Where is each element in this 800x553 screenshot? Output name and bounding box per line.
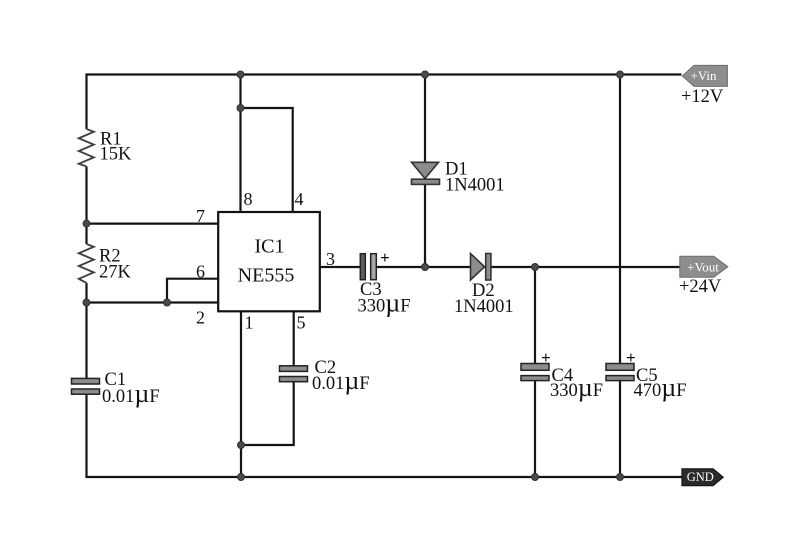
svg-text:R2: R2 <box>99 247 121 267</box>
svg-text:+: + <box>626 348 636 367</box>
svg-text:+: + <box>380 248 390 267</box>
svg-text:+12V: +12V <box>681 87 724 107</box>
svg-text:8: 8 <box>244 189 253 209</box>
svg-text:GND: GND <box>687 470 714 484</box>
svg-text:+: + <box>541 348 551 367</box>
svg-text:IC1: IC1 <box>255 236 285 258</box>
svg-text:C4: C4 <box>552 366 574 386</box>
svg-text:C2: C2 <box>315 358 337 378</box>
svg-text:3: 3 <box>326 249 335 269</box>
svg-text:7: 7 <box>196 206 205 226</box>
svg-text:27K: 27K <box>99 263 132 283</box>
svg-text:R1: R1 <box>100 130 122 150</box>
svg-text:1: 1 <box>245 313 254 333</box>
svg-text:+24V: +24V <box>679 277 722 297</box>
svg-text:1N4001: 1N4001 <box>445 176 505 196</box>
svg-text:1N4001: 1N4001 <box>454 297 514 317</box>
svg-text:6: 6 <box>196 262 205 282</box>
svg-text:D1: D1 <box>445 160 468 180</box>
svg-text:D2: D2 <box>472 281 495 301</box>
svg-text:2: 2 <box>196 308 205 328</box>
svg-text:4: 4 <box>295 189 304 209</box>
svg-text:C5: C5 <box>636 366 658 386</box>
svg-text:C1: C1 <box>105 370 127 390</box>
svg-text:+Vout: +Vout <box>687 259 719 274</box>
svg-text:+Vin: +Vin <box>690 68 717 83</box>
svg-text:5: 5 <box>297 313 306 333</box>
svg-text:15K: 15K <box>100 145 133 165</box>
svg-text:C3: C3 <box>360 280 382 300</box>
svg-text:NE555: NE555 <box>238 265 295 287</box>
